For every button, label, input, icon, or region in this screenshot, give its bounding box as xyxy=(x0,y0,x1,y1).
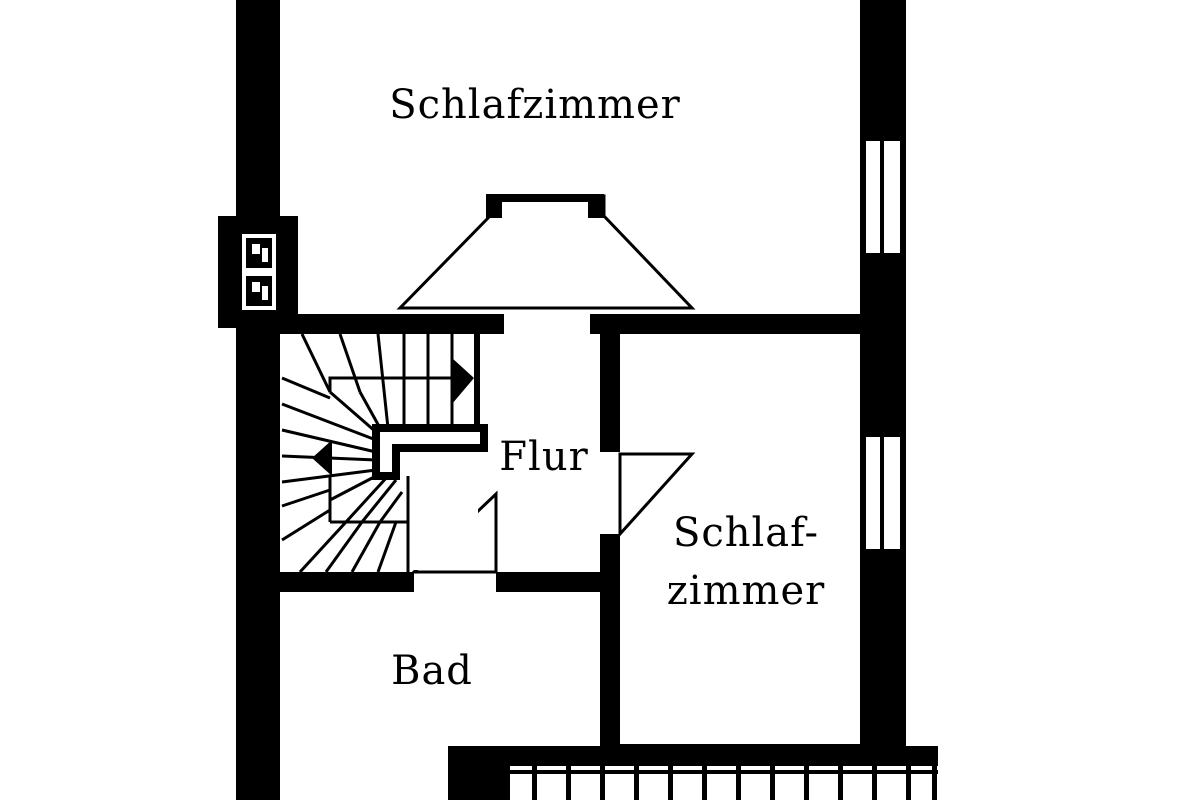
left-wall-upper xyxy=(236,0,280,218)
outer-walls xyxy=(236,0,906,800)
right-wall-bottom xyxy=(860,552,906,748)
door-frames xyxy=(486,194,604,218)
stair-arrow-right xyxy=(452,358,474,404)
label-schlafzimmer-right-line2: zimmer xyxy=(667,568,826,614)
right-wall-middle xyxy=(860,256,906,434)
window-upper xyxy=(860,138,906,256)
door-right-bedroom xyxy=(618,452,696,538)
left-wall-lower xyxy=(236,328,280,800)
wall-top-bedroom-left xyxy=(280,314,504,334)
wall-right-bedroom-lower xyxy=(600,534,620,748)
wall-top-bedroom-right xyxy=(590,314,860,334)
label-schlafzimmer-top: Schlafzimmer xyxy=(389,82,681,128)
right-wall-top xyxy=(860,0,906,138)
label-schlafzimmer-right-line1: Schlaf- xyxy=(673,510,819,556)
label-flur: Flur xyxy=(499,434,588,480)
label-bad: Bad xyxy=(391,648,473,694)
stair-arrows xyxy=(312,358,474,476)
staircase xyxy=(281,333,488,574)
window-lower xyxy=(860,434,906,552)
wall-below-stairs xyxy=(280,572,414,592)
stair-boundary xyxy=(474,334,480,428)
balcony-railing xyxy=(448,746,938,800)
wall-above-bath xyxy=(496,572,606,592)
door-top-bedroom xyxy=(396,194,696,310)
wall-right-bedroom-upper xyxy=(600,314,620,452)
stair-arrow-left xyxy=(312,440,332,476)
chimney-block xyxy=(218,216,298,328)
